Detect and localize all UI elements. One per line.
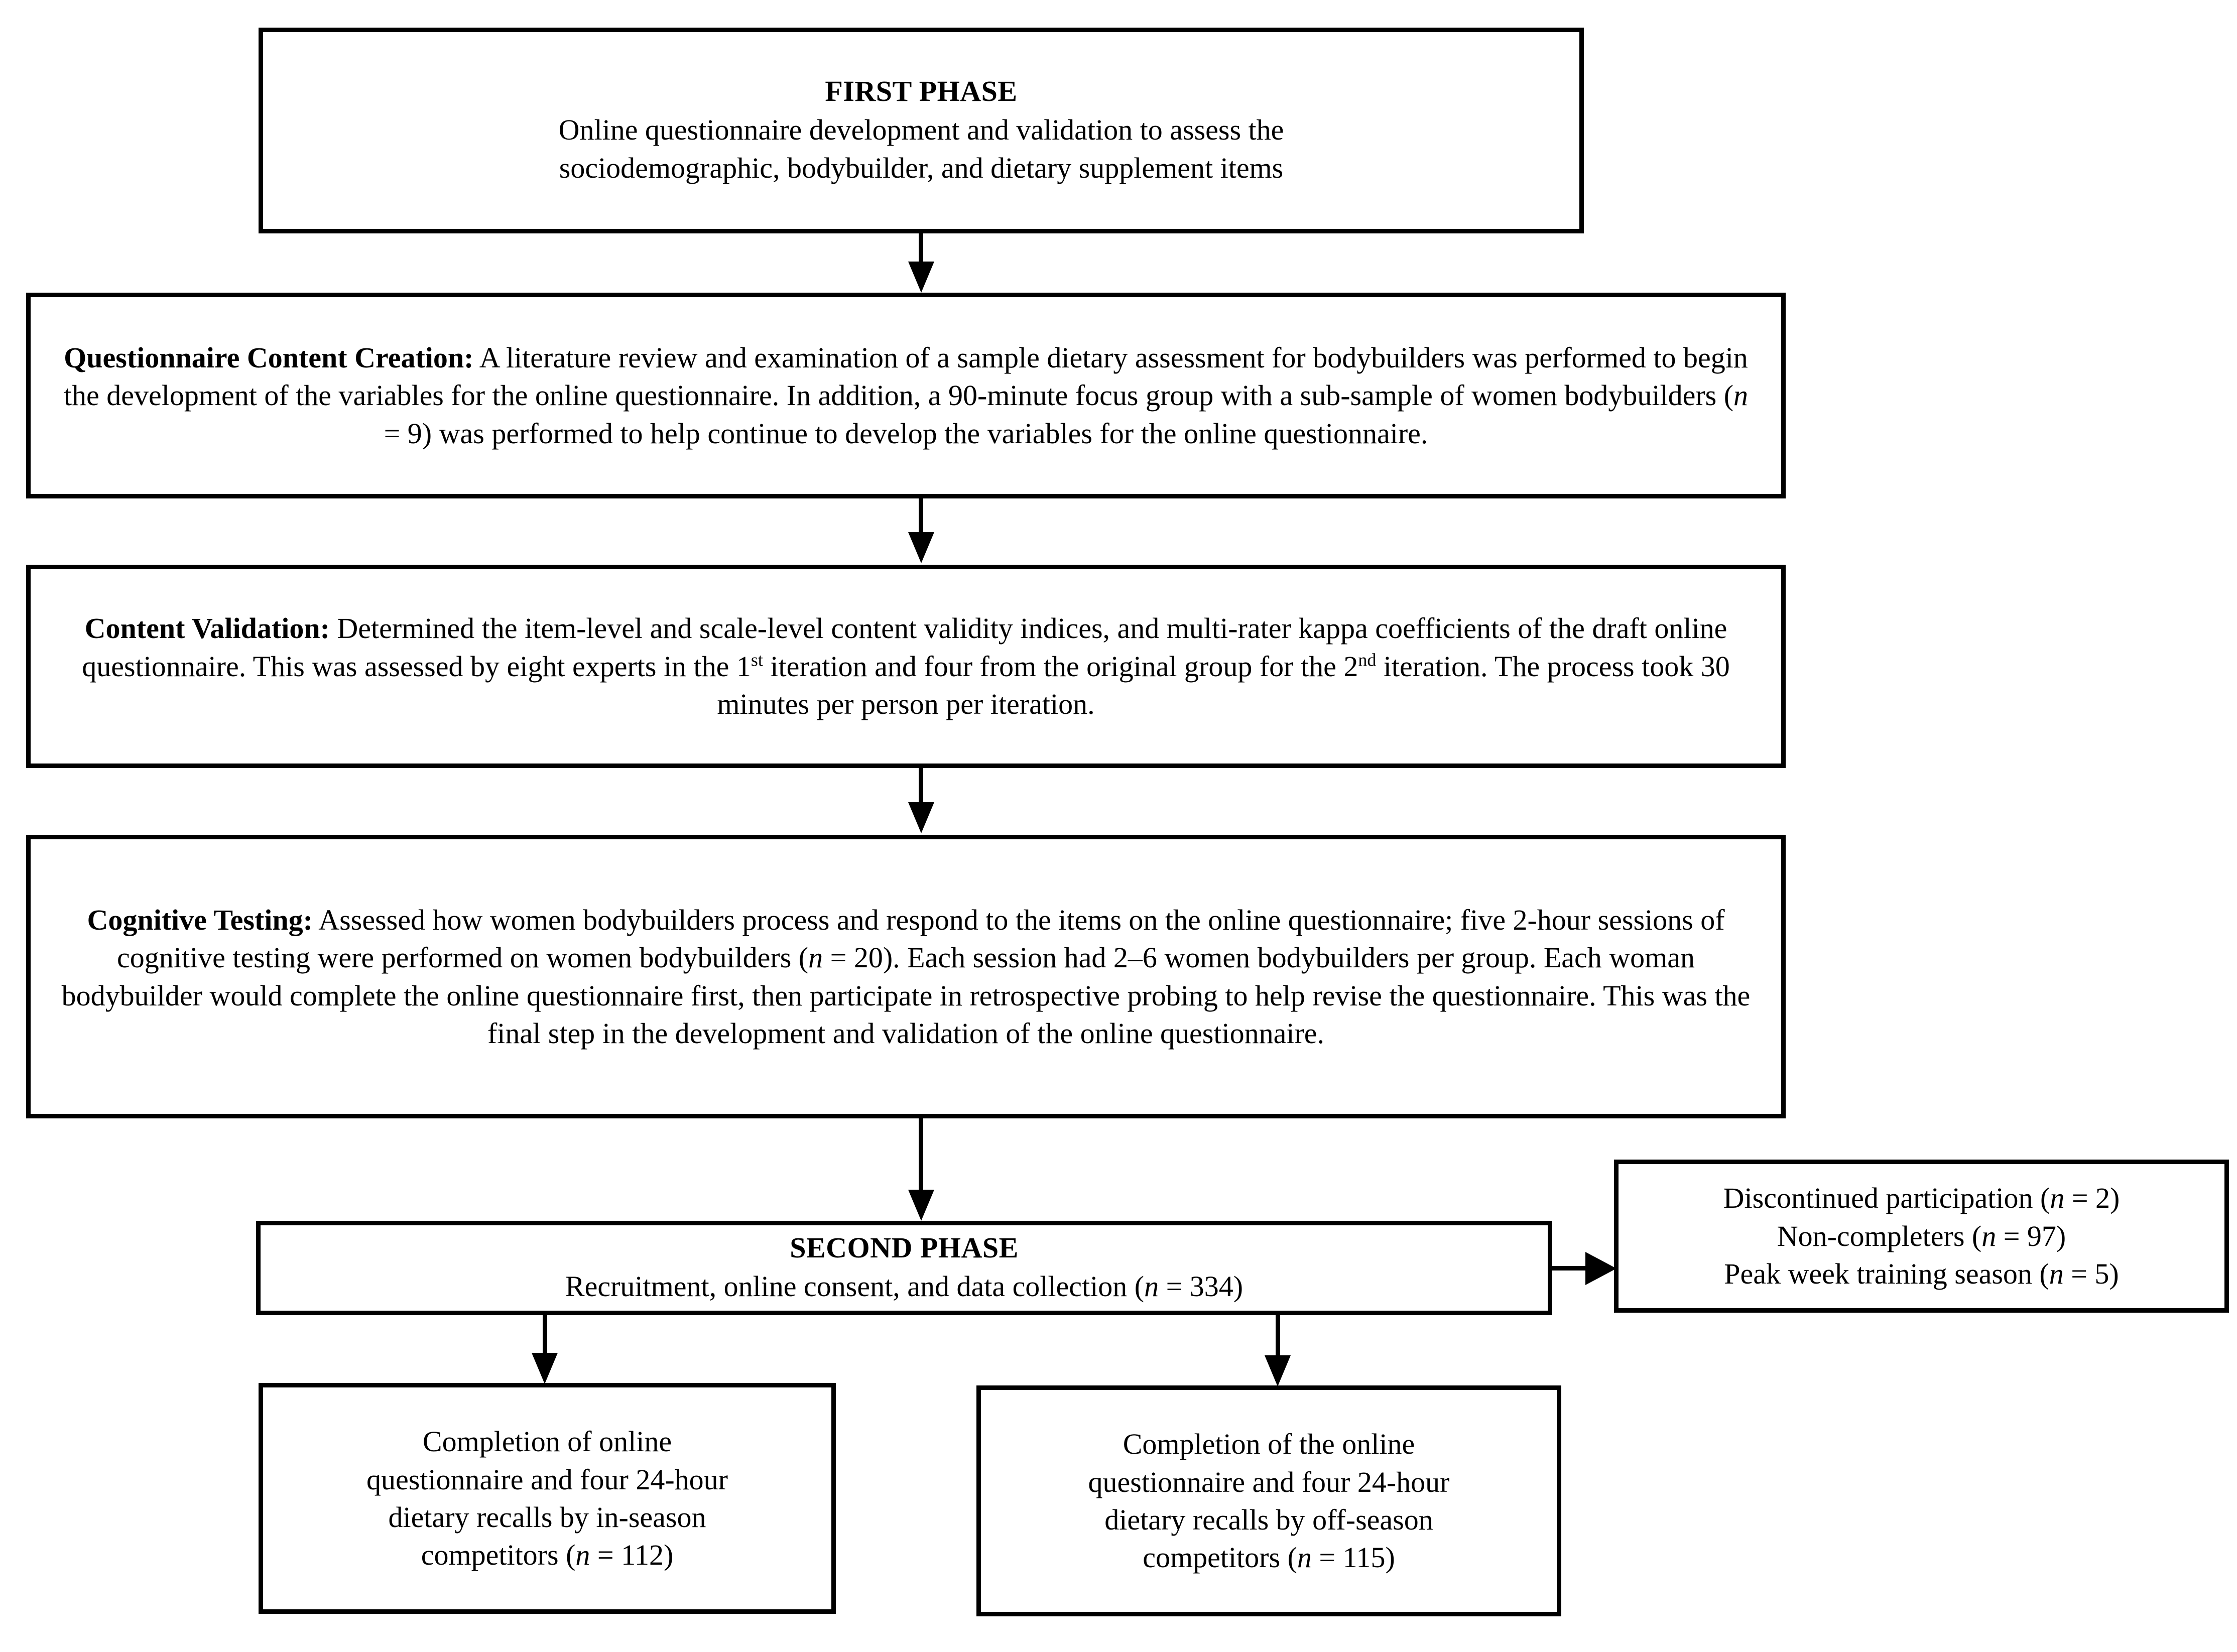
connector-line-second-phase-to-in-season — [543, 1315, 547, 1355]
off-season-n-symbol: n — [1297, 1541, 1312, 1574]
off-season-line-4-text: competitors ( — [1143, 1541, 1297, 1574]
second-phase-body-b: = 334) — [1159, 1269, 1244, 1303]
connector-arrow-second-phase-to-exclusions — [1585, 1252, 1617, 1285]
exclusion-item-non-completers-text: Non-completers ( — [1777, 1219, 1982, 1252]
connector-arrow-validation-to-cognitive — [908, 802, 934, 833]
connector-arrow-cognitive-to-second-phase — [908, 1190, 934, 1221]
second-phase-body: Recruitment, online consent, and data co… — [565, 1267, 1243, 1305]
content-validation-body-c: iteration. The process took 30 minutes p… — [717, 650, 1730, 721]
in-season-line-2: questionnaire and four 24-hour — [366, 1463, 728, 1496]
content-validation-lead: Content Validation: — [84, 612, 330, 645]
off-season-line-4: competitors (n = 115) — [1143, 1539, 1395, 1576]
content-validation-body-a: Determined the item-level and scale-leve… — [82, 612, 1727, 683]
box-exclusions: Discontinued participation (n = 2) Non-c… — [1614, 1160, 2229, 1313]
in-season-line-4: competitors (n = 112) — [421, 1536, 674, 1574]
connector-line-second-phase-to-off-season — [1276, 1315, 1280, 1358]
cognitive-testing-n-symbol: n — [808, 941, 823, 974]
exclusion-item-peak-week-text: Peak week training season ( — [1724, 1257, 2049, 1291]
off-season-line-3: dietary recalls by off-season — [1104, 1503, 1433, 1536]
exclusion-item-non-completers-value: = 97) — [1996, 1219, 2066, 1252]
box-second-phase: SECOND PHASE Recruitment, online consent… — [256, 1221, 1552, 1315]
exclusion-item-discontinued: Discontinued participation (n = 2) — [1723, 1179, 2120, 1217]
off-season-line-1: Completion of the online — [1123, 1428, 1415, 1461]
connector-line-cognitive-to-second-phase — [919, 1118, 923, 1191]
content-validation-ordinal-first: st — [751, 650, 763, 670]
exclusion-item-peak-week-value: = 5) — [2063, 1257, 2119, 1291]
in-season-line-1: Completion of online — [422, 1425, 672, 1458]
second-phase-body-a: Recruitment, online consent, and data co… — [565, 1269, 1145, 1303]
connector-arrow-second-phase-to-off-season — [1265, 1355, 1291, 1386]
connector-arrow-second-phase-to-in-season — [532, 1353, 558, 1384]
cognitive-testing-body-b: = 20). Each session had 2–6 women bodybu… — [61, 941, 1751, 1050]
cognitive-testing-body-a: Assessed how women bodybuilders process … — [116, 903, 1725, 974]
box-content-validation: Content Validation: Determined the item-… — [26, 565, 1786, 768]
cognitive-testing-lead: Cognitive Testing: — [87, 903, 313, 936]
content-validation-ordinal-second: nd — [1358, 650, 1377, 670]
exclusion-item-non-completers-n-symbol: n — [1981, 1219, 1997, 1252]
in-season-n-symbol: n — [575, 1539, 590, 1572]
first-phase-title: FIRST PHASE — [825, 75, 1018, 108]
in-season-line-4-text: competitors ( — [421, 1539, 576, 1572]
box-in-season-completers: Completion of online questionnaire and f… — [259, 1383, 836, 1614]
connector-line-validation-to-cognitive — [919, 768, 923, 804]
exclusion-item-non-completers: Non-completers (n = 97) — [1777, 1217, 2066, 1255]
exclusion-item-peak-week: Peak week training season (n = 5) — [1724, 1255, 2119, 1293]
content-creation-body-a: A literature review and examination of a… — [63, 341, 1748, 412]
box-off-season-completers: Completion of the online questionnaire a… — [976, 1385, 1561, 1616]
off-season-line-2: questionnaire and four 24-hour — [1088, 1465, 1450, 1498]
connector-arrow-first-to-content-creation — [908, 262, 934, 293]
exclusion-item-discontinued-value: = 2) — [2064, 1182, 2120, 1215]
exclusion-item-discontinued-text: Discontinued participation ( — [1723, 1182, 2050, 1215]
content-creation-n-symbol: n — [1733, 379, 1749, 412]
connector-line-second-phase-to-exclusions — [1552, 1266, 1592, 1270]
connector-line-content-creation-to-validation — [919, 498, 923, 535]
content-creation-paragraph: Questionnaire Content Creation: A litera… — [61, 339, 1751, 452]
second-phase-n-symbol: n — [1144, 1269, 1159, 1303]
first-phase-line-2: sociodemographic, bodybuilder, and dieta… — [559, 151, 1284, 184]
box-questionnaire-content-creation: Questionnaire Content Creation: A litera… — [26, 293, 1786, 498]
second-phase-title: SECOND PHASE — [790, 1231, 1019, 1264]
first-phase-line-1: Online questionnaire development and val… — [558, 113, 1284, 147]
exclusion-item-peak-week-n-symbol: n — [2049, 1257, 2064, 1291]
in-season-line-4-value: = 112) — [590, 1539, 674, 1572]
connector-arrow-content-creation-to-validation — [908, 532, 934, 563]
cognitive-testing-paragraph: Cognitive Testing: Assessed how women bo… — [61, 901, 1751, 1053]
content-validation-body-b: iteration and four from the original gro… — [763, 650, 1358, 683]
content-creation-body-b: = 9) was performed to help continue to d… — [384, 417, 1428, 450]
content-validation-paragraph: Content Validation: Determined the item-… — [61, 609, 1751, 723]
exclusion-item-discontinued-n-symbol: n — [2050, 1182, 2065, 1215]
box-cognitive-testing: Cognitive Testing: Assessed how women bo… — [26, 835, 1786, 1118]
connector-line-first-to-content-creation — [919, 233, 923, 265]
box-first-phase: FIRST PHASE Online questionnaire develop… — [259, 28, 1584, 233]
content-creation-lead: Questionnaire Content Creation: — [64, 341, 474, 374]
in-season-line-3: dietary recalls by in-season — [388, 1501, 706, 1534]
off-season-line-4-value: = 115) — [1311, 1541, 1395, 1574]
